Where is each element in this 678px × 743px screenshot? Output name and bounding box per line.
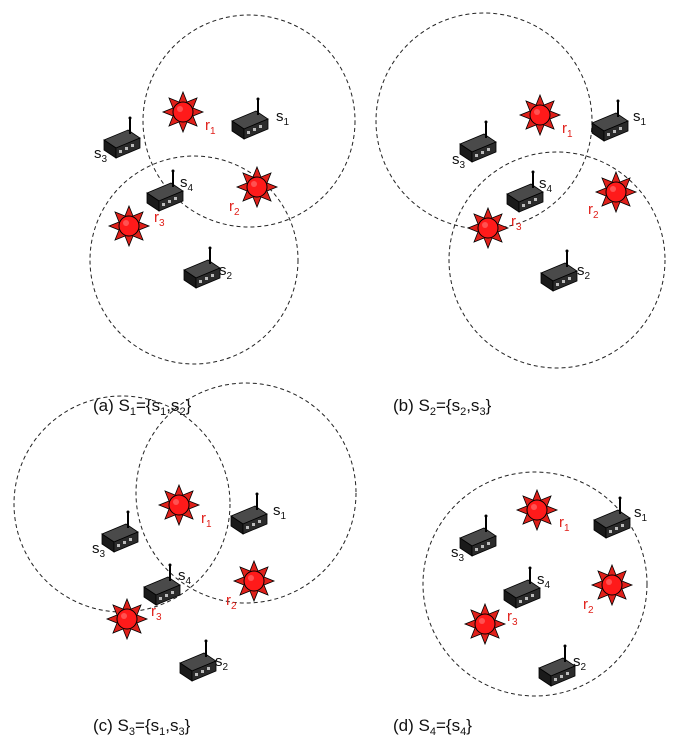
panel-d-label-r2: r2 xyxy=(583,596,594,616)
panel-c-caption: (c) S3={s1,s3} xyxy=(93,716,191,738)
panel-a-label-s3: s3 xyxy=(94,145,108,165)
panel-d-range-s4 xyxy=(422,471,648,697)
panel-d-sensor-s2-icon xyxy=(538,643,576,687)
panel-c-sensor-s3-icon xyxy=(101,509,139,553)
panel-d: s1 s2 s3 s4 r1 r2 r3 (d) S4={s4} xyxy=(393,471,648,738)
panel-c-label-r1: r1 xyxy=(201,510,212,530)
panel-c-range-s3 xyxy=(13,395,231,613)
panel-b-label-r3: r3 xyxy=(511,213,522,233)
panel-d-label-s4: s4 xyxy=(537,571,551,591)
panel-c-label-r3: r3 xyxy=(151,603,162,623)
panel-d-label-s1: s1 xyxy=(634,504,648,524)
panel-d-target-r1-icon xyxy=(516,489,558,531)
panel-a-range-s2 xyxy=(89,155,299,365)
panel-c-target-r1-icon xyxy=(158,484,200,526)
panel-c-label-s1: s1 xyxy=(273,502,287,522)
panel-a-label-r3: r3 xyxy=(154,209,165,229)
panel-c-range-s1 xyxy=(135,382,357,604)
panel-a-sensor-s2-icon xyxy=(183,245,221,289)
panel-b-target-r1-icon xyxy=(519,94,561,136)
panel-c-target-r2-icon xyxy=(233,560,275,602)
panel-d-caption: (d) S4={s4} xyxy=(393,716,472,738)
panel-b-sensor-s4-icon xyxy=(506,169,544,213)
panel-c-label-s2: s2 xyxy=(215,653,229,673)
panel-a-range-s1 xyxy=(142,14,356,228)
panel-a-target-r1-icon xyxy=(162,91,204,133)
panel-d-label-r1: r1 xyxy=(559,514,570,534)
panel-b-target-r2-icon xyxy=(595,171,637,213)
panel-b-range-s2 xyxy=(448,151,666,369)
panel-b-target-r3-icon xyxy=(467,207,509,249)
panel-d-label-s3: s3 xyxy=(451,544,465,564)
panel-c-sensor-s1-icon xyxy=(230,491,268,535)
panel-c-target-r3-icon xyxy=(106,598,148,640)
panel-d-label-r3: r3 xyxy=(507,608,518,628)
panel-a-label-r1: r1 xyxy=(205,117,216,137)
panel-a-caption: (a) S1={s1,s2} xyxy=(93,396,192,418)
panel-b: s1 s2 s3 s4 r1 r2 r3 (b) S2={s2,s3} xyxy=(375,12,666,418)
panel-a: s1 s2 s3 s4 r1 r2 r3 (a) S1={s1,s2} xyxy=(89,14,356,418)
panel-d-sensor-s3-icon xyxy=(459,513,497,557)
panel-a-sensor-s4-icon xyxy=(146,168,184,212)
panel-c-label-s4: s4 xyxy=(178,567,192,587)
panel-b-sensor-s1-icon xyxy=(591,98,629,142)
panel-b-label-r1: r1 xyxy=(562,120,573,140)
panel-a-label-r2: r2 xyxy=(229,198,240,218)
panel-a-sensor-s1-icon xyxy=(231,96,269,140)
panel-b-range-s3 xyxy=(375,12,593,230)
panel-b-label-s3: s3 xyxy=(452,151,466,171)
panel-b-label-s4: s4 xyxy=(539,175,553,195)
panel-d-label-s2: s2 xyxy=(573,653,587,673)
panel-b-label-s2: s2 xyxy=(577,262,591,282)
panel-a-label-s2: s2 xyxy=(219,262,233,282)
panel-b-sensor-s2-icon xyxy=(540,248,578,292)
panel-c-sensor-s2-icon xyxy=(179,638,217,682)
panel-a-sensor-s3-icon xyxy=(103,115,141,159)
panel-d-target-r2-icon xyxy=(591,564,633,606)
panel-b-sensor-s3-icon xyxy=(459,119,497,163)
panel-a-target-r2-icon xyxy=(236,166,278,208)
panel-a-target-r3-icon xyxy=(108,205,150,247)
panel-a-label-s4: s4 xyxy=(180,174,194,194)
panel-a-label-s1: s1 xyxy=(276,108,290,128)
panel-d-sensor-s4-icon xyxy=(503,565,541,609)
panel-d-target-r3-icon xyxy=(464,603,506,645)
panel-b-caption: (b) S2={s2,s3} xyxy=(393,396,492,418)
panel-c: s1 s2 s3 s4 r1 r2 r3 (c) S3={s1,s3} xyxy=(13,382,357,738)
panel-b-label-s1: s1 xyxy=(633,108,647,128)
panel-c-label-r2: r2 xyxy=(226,592,237,612)
panel-b-label-r2: r2 xyxy=(588,201,599,221)
panel-c-label-s3: s3 xyxy=(92,540,106,560)
